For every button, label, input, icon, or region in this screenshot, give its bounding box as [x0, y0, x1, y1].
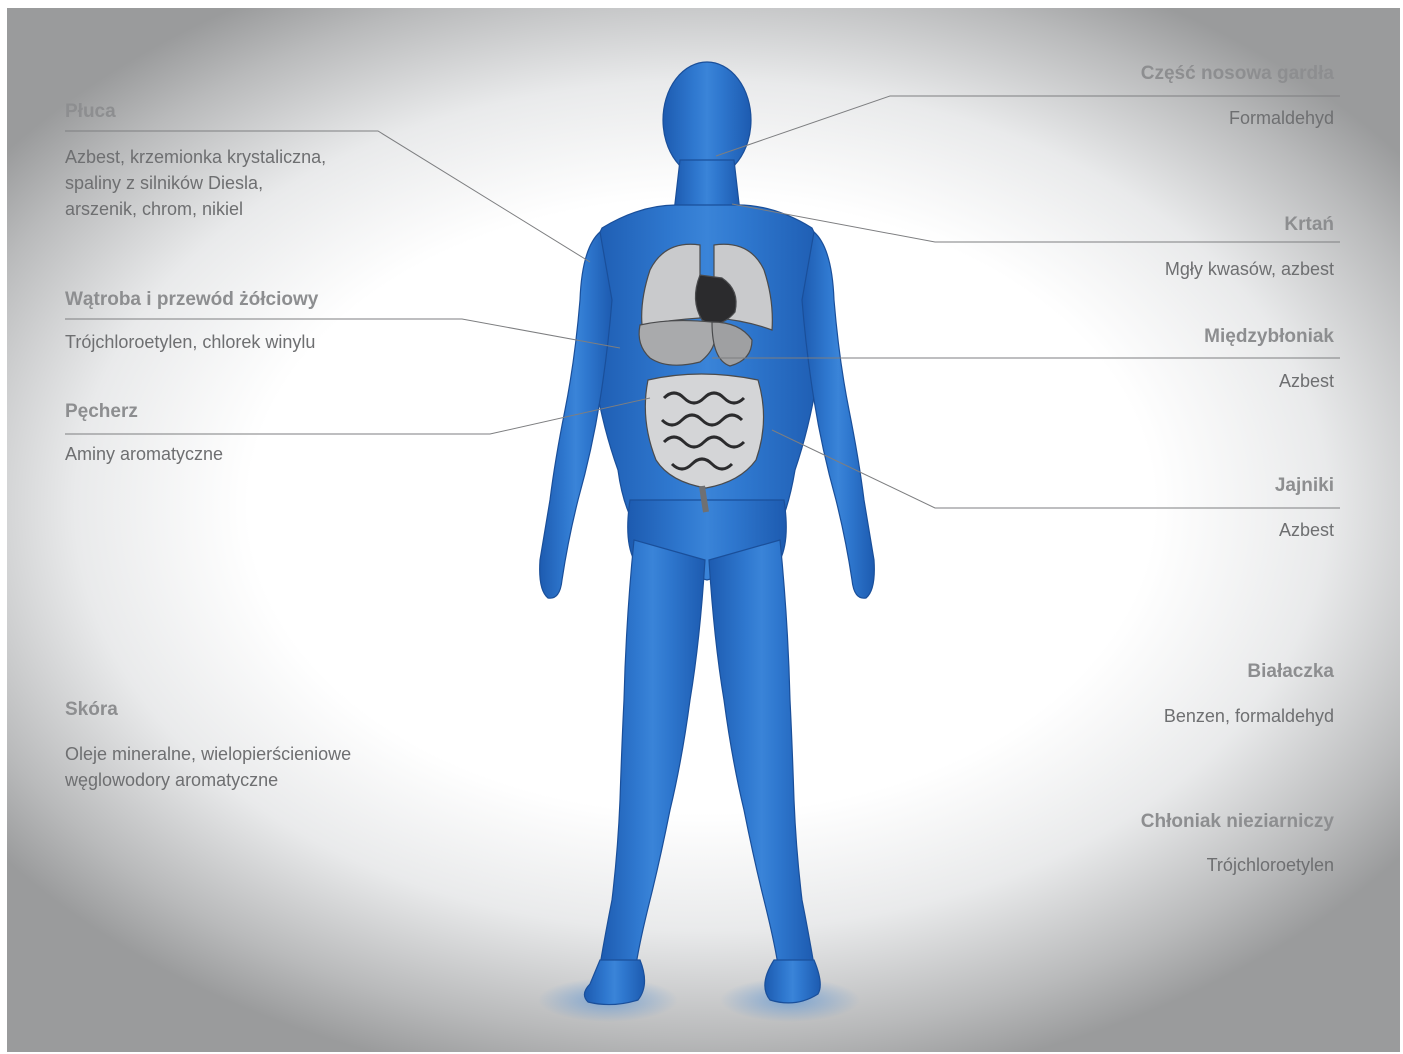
- label-miedzyblonak: Międzybłoniak: [1204, 326, 1334, 348]
- desc-krtan: Mgły kwasów, azbest: [974, 256, 1334, 282]
- desc-chloniak: Trójchloroetylen: [974, 852, 1334, 878]
- label-chloniak: Chłoniak nieziarniczy: [1141, 811, 1334, 833]
- label-pecherz: Pęcherz: [65, 401, 138, 423]
- label-watroba: Wątroba i przewód żółciowy: [65, 289, 318, 311]
- label-pluca: Płuca: [65, 101, 116, 123]
- label-krtan: Krtań: [1284, 214, 1334, 236]
- label-jajniki: Jajniki: [1275, 475, 1334, 497]
- desc-miedzyblonak: Azbest: [974, 368, 1334, 394]
- desc-pecherz: Aminy aromatyczne: [65, 441, 425, 467]
- desc-gardlo: Formaldehyd: [974, 105, 1334, 131]
- desc-watroba: Trójchloroetylen, chlorek winylu: [65, 329, 465, 355]
- label-gardlo: Część nosowa gardła: [1141, 63, 1334, 85]
- desc-pluca: Azbest, krzemionka krystaliczna, spaliny…: [65, 144, 425, 222]
- label-skora: Skóra: [65, 699, 118, 721]
- desc-skora: Oleje mineralne, wielopierścieniowe węgl…: [65, 741, 485, 793]
- desc-jajniki: Azbest: [974, 517, 1334, 543]
- label-bialaczka: Białaczka: [1247, 661, 1334, 683]
- leader-line-pecherz: [65, 398, 650, 434]
- leader-line-krtan: [732, 204, 1340, 242]
- leader-line-jajniki: [772, 430, 1340, 508]
- desc-bialaczka: Benzen, formaldehyd: [974, 703, 1334, 729]
